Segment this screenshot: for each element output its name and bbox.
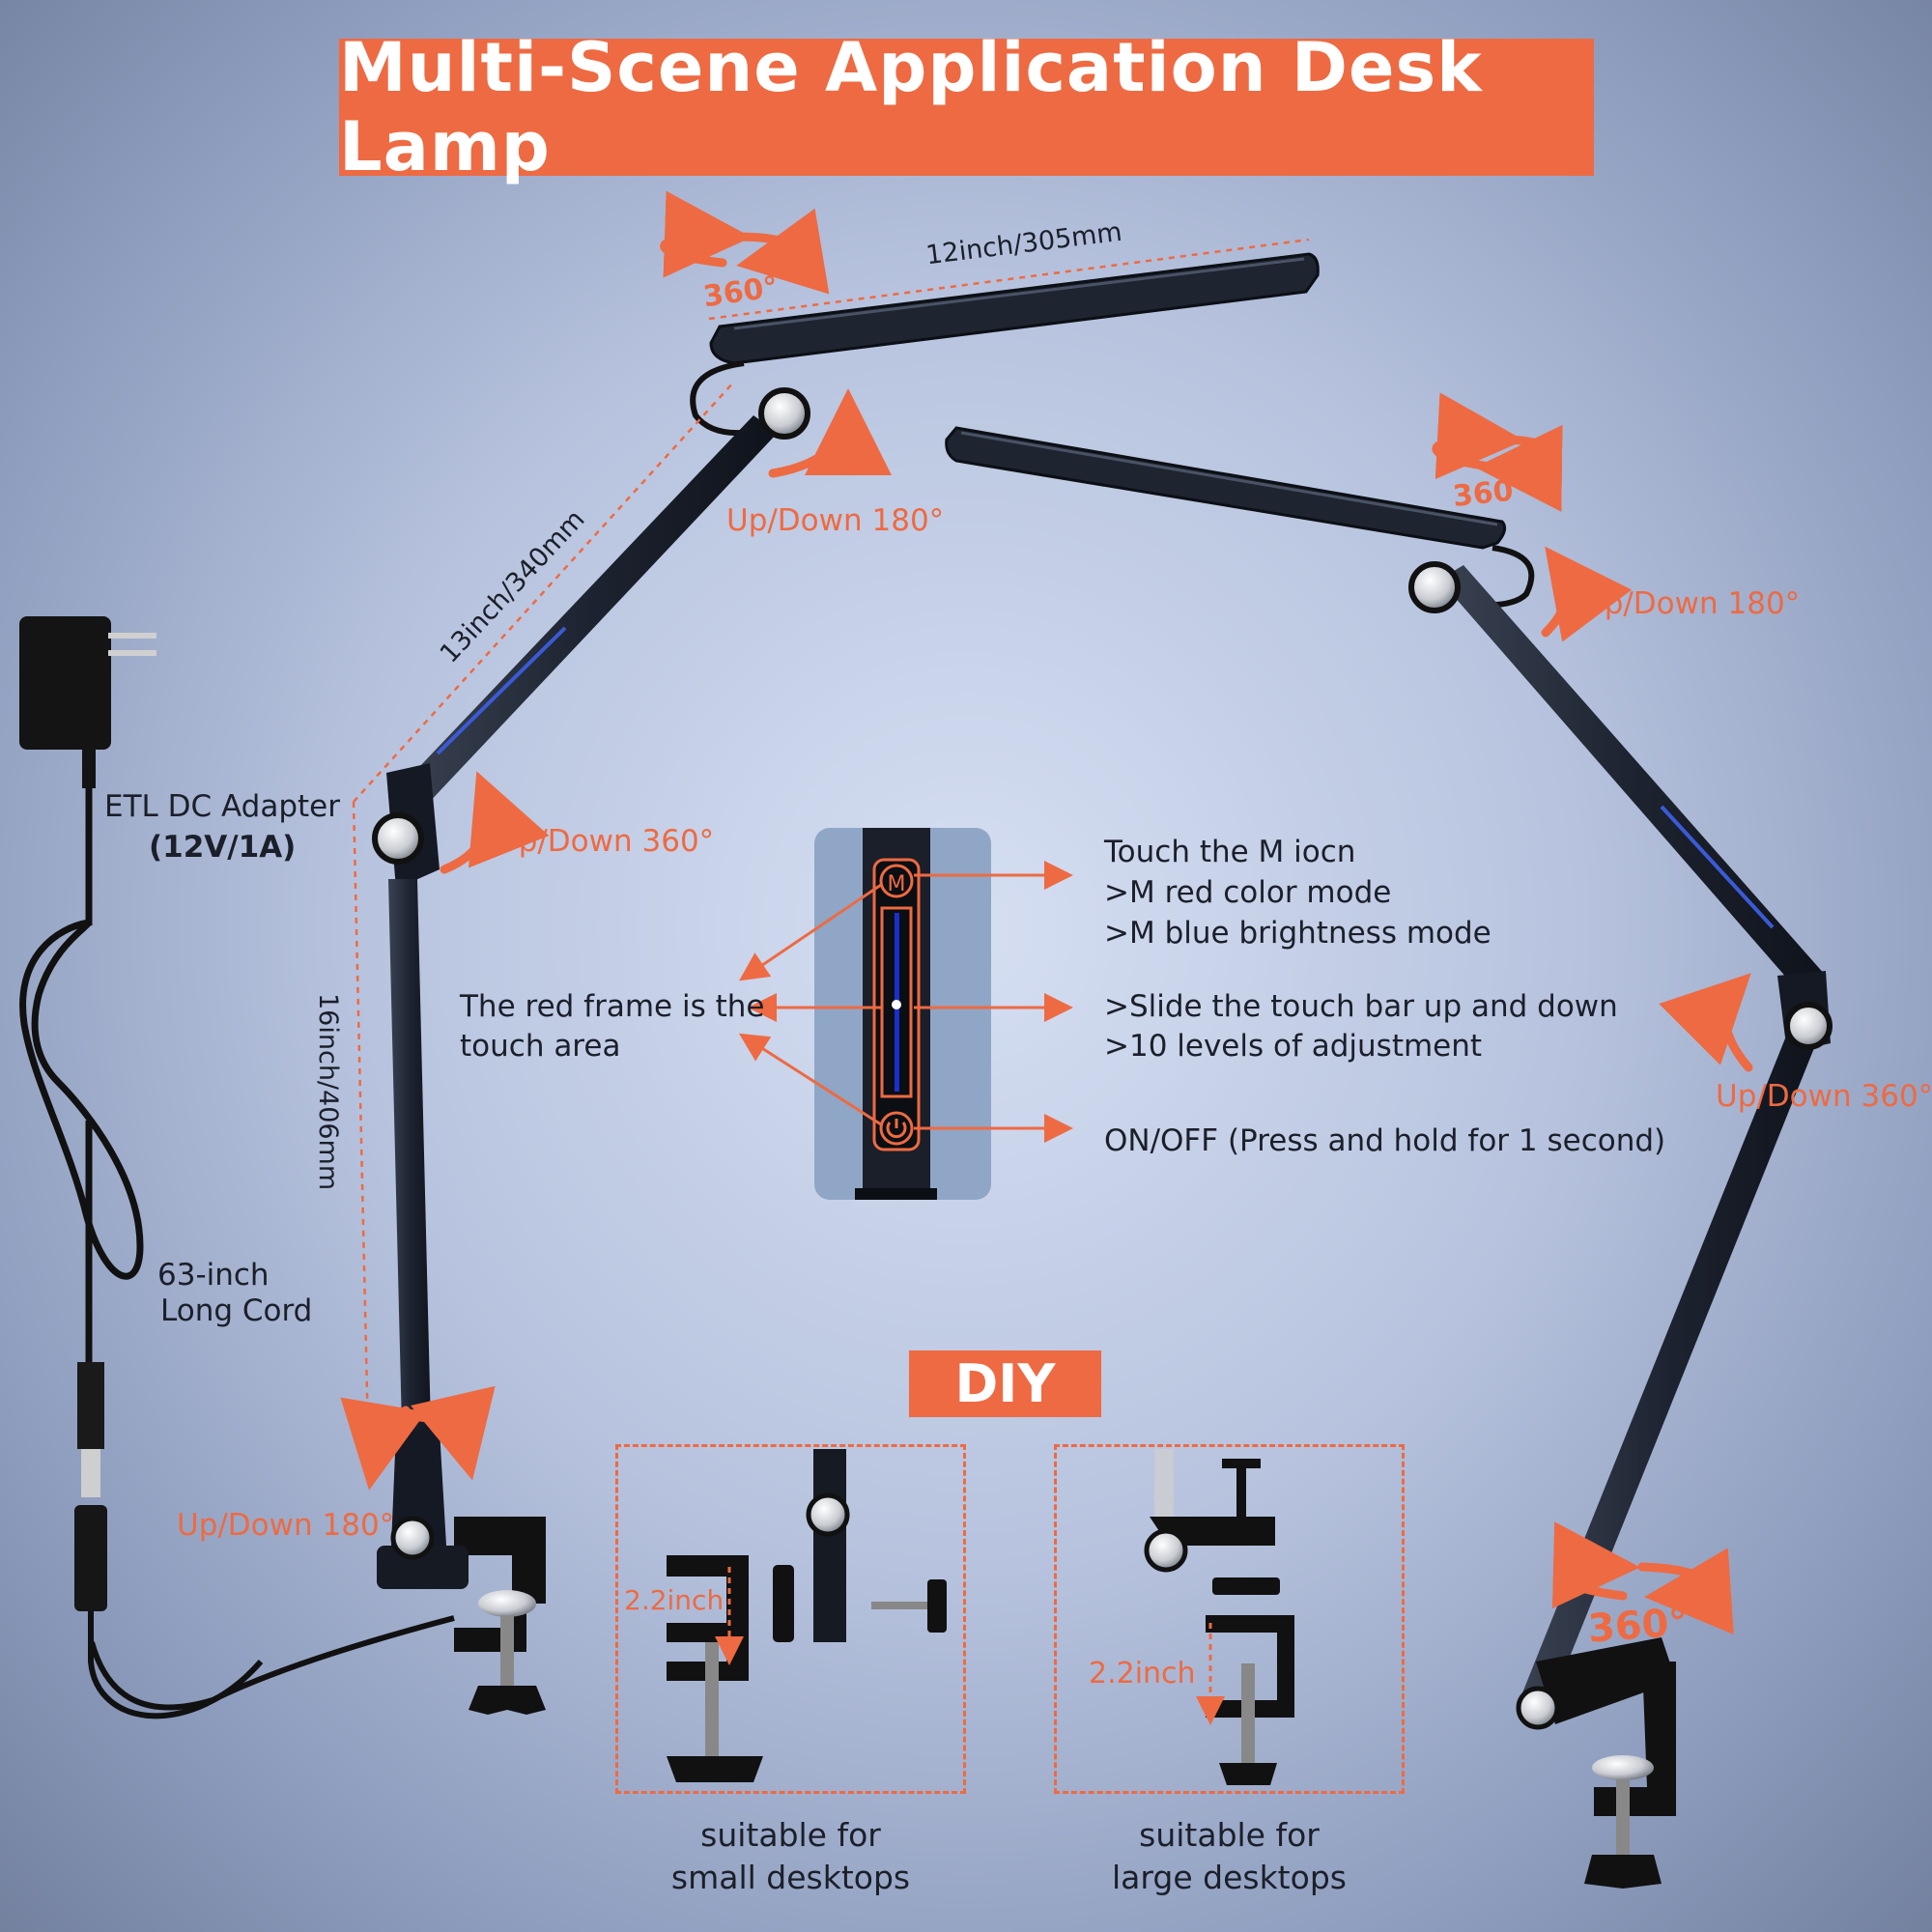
power-instruction: ON/OFF (Press and hold for 1 second) [1104, 1123, 1666, 1158]
m-mode-label: M [888, 872, 906, 896]
cord-label: Long Cord [160, 1293, 313, 1328]
left-elbow-joint-label: Up/Down 360° [497, 824, 715, 859]
slide-levels: >10 levels of adjustment [1104, 1029, 1483, 1064]
right-head-joint-label: Up/Down 180° [1582, 586, 1801, 621]
cord-length: 63-inch [157, 1258, 270, 1293]
right-upper-arm [1439, 565, 1826, 995]
large-desktop-caption-line2: large desktops [1112, 1859, 1347, 1896]
large-desktop-card [1054, 1444, 1405, 1794]
touch-area-note-line2: touch area [460, 1029, 621, 1064]
adapter-rating: (12V/1A) [149, 830, 297, 865]
small-desktop-card [615, 1444, 966, 1794]
small-desktop-caption-line2: small desktops [670, 1859, 911, 1896]
right-base-rotation-label: 360° [1586, 1600, 1690, 1652]
power-cord [19, 788, 144, 1362]
measure-arrows [715, 1567, 1225, 1725]
left-lamp-head [709, 252, 1320, 365]
m-red-mode: >M red color mode [1104, 875, 1392, 910]
left-clamp [454, 1517, 546, 1652]
large-desktop-measure: 2.2inch [1089, 1657, 1196, 1690]
m-blue-mode: >M blue brightness mode [1104, 916, 1492, 951]
dimension-lines [352, 238, 1310, 1479]
left-base-joint-label: Up/Down 180° [177, 1508, 395, 1543]
small-desktop-clamp [667, 1449, 947, 1782]
slide-instruction: >Slide the touch bar up and down [1104, 989, 1618, 1024]
dc-adapter [19, 616, 156, 788]
m-mode-icon[interactable] [879, 864, 914, 898]
right-clamp [1594, 1662, 1676, 1816]
page-title: Multi-Scene Application Desk Lamp [339, 28, 1594, 186]
touch-area-note-line1: The red frame is the [460, 989, 765, 1024]
touch-panel-callouts [738, 861, 1073, 1143]
diy-badge: DIY [909, 1350, 1101, 1417]
right-elbow-joint-label: Up/Down 360° [1716, 1079, 1932, 1114]
large-desktop-caption-line1: suitable for [1139, 1816, 1320, 1854]
m-icon-instruction: Touch the M iocn [1104, 835, 1356, 869]
left-lamp [89, 252, 1320, 1715]
left-lower-arm-length-label: 16inch/406mm [313, 993, 343, 1191]
touch-panel-zoom [814, 828, 991, 1200]
rotation-arrows [340, 190, 1753, 1635]
right-head-rotation-label: 360° [1451, 472, 1530, 514]
small-desktop-measure: 2.2inch [624, 1584, 724, 1616]
left-head-joint-label: Up/Down 180° [726, 503, 945, 538]
cord-connector [74, 1362, 264, 1719]
right-lamp-head [945, 426, 1507, 550]
left-lower-arm [388, 879, 433, 1507]
left-upper-arm [400, 415, 778, 807]
power-icon[interactable] [879, 1111, 914, 1146]
small-desktop-caption-line1: suitable for [700, 1816, 881, 1854]
adapter-name: ETL DC Adapter [104, 789, 341, 824]
